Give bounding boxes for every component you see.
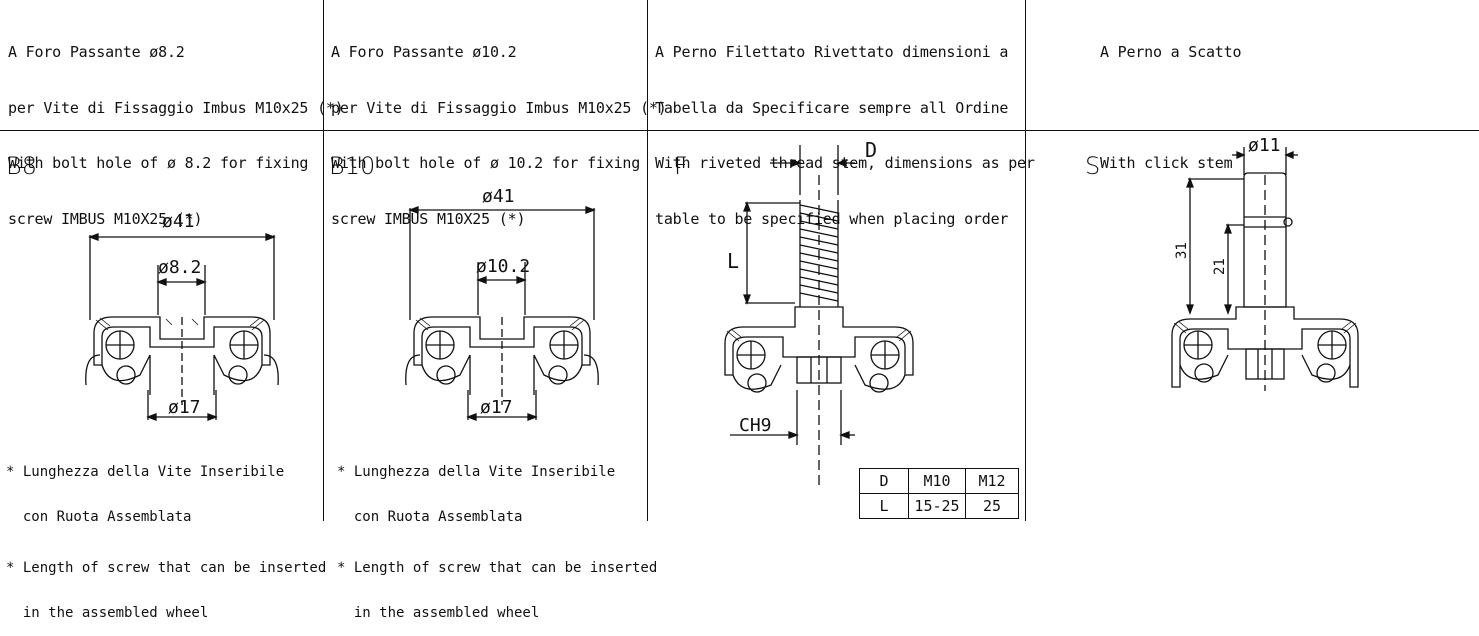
note-line: in the assembled wheel xyxy=(337,605,540,621)
dim-outer: ø41 xyxy=(482,186,515,207)
column-divider xyxy=(647,0,648,521)
header-line: per Vite di Fissaggio Imbus M10x25 (*) xyxy=(331,98,667,117)
note-line: * Lunghezza della Vite Inseribile xyxy=(337,464,616,480)
table-cell: L xyxy=(859,493,909,519)
header-line: A Foro Passante ø10.2 xyxy=(331,43,517,61)
header-line: With bolt hole of ø 8.2 for fixing xyxy=(8,154,309,172)
variant-code: B10 xyxy=(329,152,376,180)
table-cell: 25 xyxy=(965,493,1019,519)
notes-b8: * Lunghezza della Vite Inseribile con Ru… xyxy=(6,435,326,636)
dim-hole: ø10.2 xyxy=(476,256,530,277)
header-f: A Perno Filettato Rivettato dimensioni a… xyxy=(655,6,1035,247)
table-cell: 15-25 xyxy=(908,493,966,519)
dim-bottom: ø17 xyxy=(480,397,513,418)
header-line: A Foro Passante ø8.2 xyxy=(8,43,185,61)
table-cell: D xyxy=(859,468,909,494)
dim-h1: 31 xyxy=(1174,242,1190,259)
table-row: L 15-25 25 xyxy=(859,493,1019,519)
table-row: D M10 M12 xyxy=(859,468,1019,494)
header-line: screw IMBUS M10X25 (*) xyxy=(8,209,203,228)
dimension-table: D M10 M12 L 15-25 25 xyxy=(859,468,1019,519)
dim-outer: ø41 xyxy=(162,211,195,232)
note-line: in the assembled wheel xyxy=(6,605,209,621)
notes-b10: * Lunghezza della Vite Inseribile con Ru… xyxy=(337,435,657,636)
wheel-drawing-b10: ø41 ø10.2 ø17 xyxy=(405,186,599,421)
variant-code: F xyxy=(674,152,688,180)
note-line: con Ruota Assemblata xyxy=(337,509,523,525)
header-s: A Perno a Scatto With click stem xyxy=(1100,6,1241,191)
dim-hole: ø8.2 xyxy=(158,257,201,278)
dim-h2: 21 xyxy=(1212,258,1228,275)
note-line: * Length of screw that can be inserted xyxy=(337,560,658,576)
note-line: con Ruota Assemblata xyxy=(6,509,192,525)
header-divider xyxy=(0,130,1479,131)
header-line: A Perno a Scatto xyxy=(1100,43,1242,61)
dim-l: L xyxy=(727,249,739,273)
header-line: table to be specified when placing order xyxy=(655,209,1009,228)
header-line: A Perno Filettato Rivettato dimensioni a xyxy=(655,43,1009,61)
table-cell: M10 xyxy=(908,468,966,494)
dim-top: ø11 xyxy=(1248,135,1281,156)
header-line: Tabella da Specificare sempre all Ordine xyxy=(655,98,1009,117)
column-divider xyxy=(323,0,324,521)
variant-code: B8 xyxy=(6,152,37,180)
header-line: screw IMBUS M10X25 (*) xyxy=(331,209,526,228)
table-cell: M12 xyxy=(965,468,1019,494)
click-stem-drawing: ø11 31 21 xyxy=(1171,135,1359,391)
header-line: With click stem xyxy=(1100,154,1233,172)
wheel-drawing-b8: ø41 ø8.2 ø17 xyxy=(85,211,279,421)
header-line: With bolt hole of ø 10.2 for fixing xyxy=(331,154,641,172)
note-line: * Lunghezza della Vite Inseribile xyxy=(6,464,285,480)
threaded-stem-drawing: D L CH9 xyxy=(724,138,914,485)
header-line: per Vite di Fissaggio Imbus M10x25 (*) xyxy=(8,98,344,117)
header-b10: A Foro Passante ø10.2 per Vite di Fissag… xyxy=(331,6,667,247)
dim-bottom: ø17 xyxy=(168,397,201,418)
header-b8: A Foro Passante ø8.2 per Vite di Fissagg… xyxy=(8,6,344,247)
variant-code: S xyxy=(1085,152,1101,180)
column-divider xyxy=(1025,0,1026,521)
dim-d: D xyxy=(865,138,877,162)
dim-ch: CH9 xyxy=(739,415,772,436)
note-line: * Length of screw that can be inserted xyxy=(6,560,327,576)
header-line xyxy=(1100,99,1241,118)
